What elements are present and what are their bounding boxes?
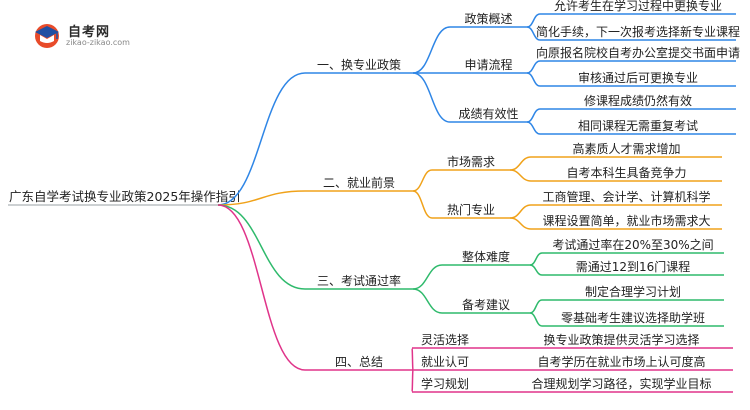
leaf-connector xyxy=(509,169,532,182)
subtopic-label: 市场需求 xyxy=(447,154,495,169)
leaf-connector xyxy=(526,26,541,41)
leaf-label: 修课程成绩仍然有效 xyxy=(584,93,692,108)
leaf-label: 合理规划学习路径，实现学业目标 xyxy=(531,376,711,391)
leaf-label: 向原报名院校自考办公室提交书面申请 xyxy=(536,45,740,60)
leaf-connector xyxy=(529,312,543,327)
leaf-label: 高素质人才需求增加 xyxy=(572,141,680,156)
subtopic-connector xyxy=(412,169,433,192)
subtopic-connector xyxy=(411,369,414,393)
subtopic-label: 备考建议 xyxy=(462,298,510,312)
site-logo: 自考网 zikao-zikao.com xyxy=(30,20,160,50)
branch-connector xyxy=(217,204,306,371)
subtopic-connector xyxy=(412,288,443,314)
branch-connector xyxy=(217,72,306,206)
branch-label: 三、考试通过率 xyxy=(317,273,401,288)
leaf-connector xyxy=(526,60,541,74)
leaf-connector xyxy=(526,108,541,123)
subtopic-label: 政策概述 xyxy=(464,12,512,26)
logo-url: zikao-zikao.com xyxy=(66,38,130,47)
leaf-connector xyxy=(509,156,532,171)
branch-connector xyxy=(217,190,306,206)
leaf-connector xyxy=(529,264,543,276)
leaf-connector xyxy=(509,217,532,230)
subtopic-label: 热门专业 xyxy=(447,202,495,217)
subtopic-label: 就业认可 xyxy=(421,355,469,369)
graduation-cap-icon xyxy=(35,24,59,48)
subtopic-connector xyxy=(411,347,414,371)
subtopic-connector xyxy=(412,26,451,74)
leaf-label: 简化手续，下一次报考选择新专业课程 xyxy=(536,24,740,39)
root-topic: 广东自学考试换专业政策2025年操作指引 xyxy=(9,189,241,204)
leaf-label: 换专业政策提供灵活学习选择 xyxy=(543,332,699,347)
leaf-connector xyxy=(526,72,541,87)
subtopic-connector xyxy=(412,264,443,290)
leaf-label: 课程设置简单，就业市场需求大 xyxy=(542,213,710,228)
subtopic-label: 灵活选择 xyxy=(421,333,469,347)
logo-title: 自考网 xyxy=(68,25,111,40)
subtopic-connector xyxy=(412,72,451,123)
branch-label: 四、总结 xyxy=(335,355,383,369)
leaf-connector xyxy=(529,252,543,266)
subtopic-label: 整体难度 xyxy=(462,249,510,264)
leaf-connector xyxy=(526,121,541,135)
leaf-label: 工商管理、会计学、计算机科学 xyxy=(542,189,710,204)
leaf-label: 允许考生在学习过程中更换专业 xyxy=(554,0,722,13)
leaf-label: 自考本科生具备竞争力 xyxy=(566,166,686,180)
leaf-label: 制定合理学习计划 xyxy=(585,284,681,299)
branch-label: 一、换专业政策 xyxy=(317,57,401,72)
branch-connector xyxy=(217,204,306,290)
subtopic-label: 申请流程 xyxy=(464,57,512,72)
branch-label: 二、就业前景 xyxy=(323,175,395,190)
leaf-label: 需通过12到16门课程 xyxy=(576,259,691,274)
subtopic-label: 学习规划 xyxy=(421,376,469,391)
leaf-label: 自考学历在就业市场上认可度高 xyxy=(537,354,705,369)
leaf-label: 相同课程无需重复考试 xyxy=(578,118,698,133)
subtopic-label: 成绩有效性 xyxy=(458,106,518,121)
leaf-connector xyxy=(509,204,532,219)
leaf-connector xyxy=(529,299,543,314)
leaf-label: 考试通过率在20%至30%之间 xyxy=(552,237,713,252)
leaf-label: 零基础考生建议选择助学班 xyxy=(561,310,705,325)
subtopic-connector xyxy=(412,190,433,219)
leaf-label: 审核通过后可更换专业 xyxy=(578,70,698,85)
